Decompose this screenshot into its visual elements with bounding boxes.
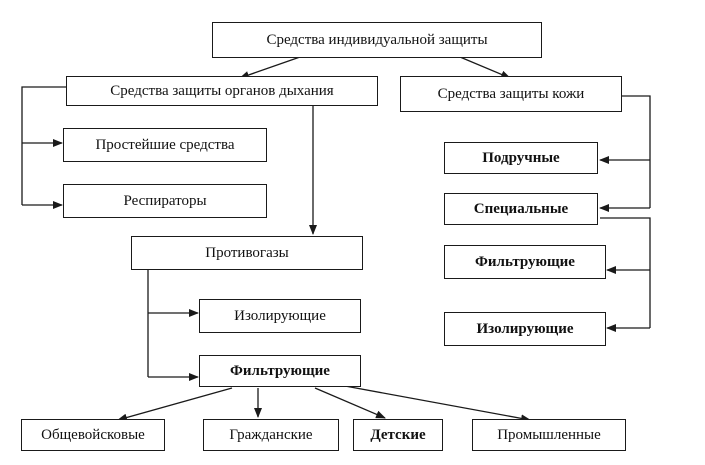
node-gasmasks: Противогазы bbox=[131, 236, 363, 270]
edge-special-bracket bbox=[600, 217, 651, 328]
node-improvised: Подручные bbox=[444, 142, 598, 174]
node-simplest: Простейшие средства bbox=[63, 128, 267, 162]
node-skin-filtering: Фильтрующие bbox=[444, 245, 606, 279]
edge-filtering-children bbox=[314, 387, 386, 419]
node-gm-filtering: Фильтрующие bbox=[199, 355, 361, 387]
node-military: Общевойсковые bbox=[21, 419, 165, 451]
edge-root-respiratory bbox=[239, 56, 301, 79]
node-respirators: Респираторы bbox=[63, 184, 267, 218]
edge-filtering-industrial bbox=[344, 385, 531, 423]
edge-respiratory-bracket bbox=[21, 86, 66, 205]
node-respiratory: Средства защиты органов дыхания bbox=[66, 76, 378, 106]
node-gm-isolating: Изолирующие bbox=[199, 299, 361, 333]
edge-filtering-military bbox=[117, 387, 233, 422]
node-special: Специальные bbox=[444, 193, 598, 225]
edge-root-skin bbox=[459, 56, 511, 79]
node-children: Детские bbox=[353, 419, 443, 451]
node-industrial: Промышленные bbox=[472, 419, 626, 451]
node-skin: Средства защиты кожи bbox=[400, 76, 622, 112]
node-root: Средства индивидуальной защиты bbox=[212, 22, 542, 58]
node-skin-isolating: Изолирующие bbox=[444, 312, 606, 346]
node-civil: Гражданские bbox=[203, 419, 339, 451]
edge-skin-bracket bbox=[622, 95, 651, 208]
